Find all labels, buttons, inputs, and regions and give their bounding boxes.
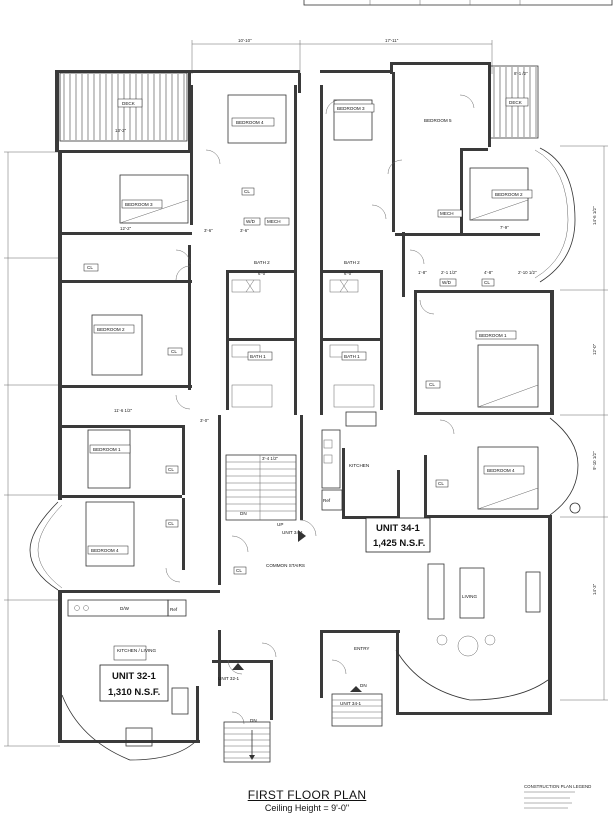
unit-32-1-name: UNIT 32-1 xyxy=(112,671,157,682)
unit-34-1-name: UNIT 34-1 xyxy=(376,523,421,534)
dim-4-8: 4'-8" xyxy=(484,270,493,275)
unit-34-1-box: UNIT 34-1 1,425 N.S.F. xyxy=(365,517,431,553)
dim-3-6-a: 3'-6" xyxy=(204,228,213,233)
washer-dryer-label: W/D xyxy=(246,219,256,224)
title-block-fragment xyxy=(303,0,613,6)
closet-label: CL xyxy=(484,280,490,285)
top-dimension-lines: 10'-10" 17'-11" xyxy=(191,38,493,74)
refrigerator-label: Ref xyxy=(170,607,178,612)
dim-17-11: 17'-11" xyxy=(385,38,399,43)
room-kitchen-living-left: KITCHEN / LIVING xyxy=(117,648,156,653)
plan-legend: CONSTRUCTION PLAN LEGEND xyxy=(524,784,591,809)
room-bedroom-4-left: BEDROOM 4 xyxy=(91,548,119,553)
door-swings xyxy=(165,94,475,725)
interior-dimensions: 12'-2" 7'-9" 6'-0" 6'-0" 3'-0" 11'-6 1/2… xyxy=(114,225,537,461)
dim-12-0: 12'-0" xyxy=(592,343,597,355)
unit-32-1-tag: UNIT 32-1 xyxy=(218,676,240,681)
dishwasher-label: D/W xyxy=(120,606,130,611)
room-bath-1-right: BATH 1 xyxy=(344,354,360,359)
beds xyxy=(85,94,539,567)
dim-9-10-1-2: 9'-10 1/2" xyxy=(592,451,597,470)
room-bedroom-5: BEDROOM 5 xyxy=(424,118,452,123)
dim-3-6-b: 3'-6" xyxy=(240,228,249,233)
unit-32-1-area: 1,310 N.S.F. xyxy=(108,687,160,698)
legend-title: CONSTRUCTION PLAN LEGEND xyxy=(524,784,591,789)
closet-label: CL xyxy=(168,521,174,526)
room-bath-2-right: BATH 2 xyxy=(344,260,360,265)
room-bath-2-left: BATH 2 xyxy=(254,260,270,265)
room-labels: BEDROOM 4 BEDROOM 3 BEDROOM 5 BEDROOM 3 … xyxy=(87,103,533,706)
exterior-walls xyxy=(55,62,554,743)
dim-12-2: 12'-2" xyxy=(120,226,132,231)
closet-label: CL xyxy=(244,189,250,194)
closet-label: CL xyxy=(438,481,444,486)
closet-label: CL xyxy=(429,382,435,387)
direction-markers xyxy=(232,530,362,760)
down-label: DN xyxy=(240,511,247,516)
interior-walls xyxy=(62,72,552,720)
deck-left-label: DECK xyxy=(122,101,136,106)
dim-3-4-1-2: 3'-4 1/2" xyxy=(262,456,279,461)
down-label: DN xyxy=(250,718,257,723)
dim-6-0-b: 6'-0" xyxy=(344,271,353,276)
common-stairs-treads xyxy=(223,454,383,763)
room-living-right: LIVING xyxy=(462,594,477,599)
unit-34-1-tag: UNIT 34-1 xyxy=(282,530,304,535)
unit-34-1-area: 1,425 N.S.F. xyxy=(373,538,425,549)
washer-dryer-label: W/D xyxy=(442,280,452,285)
deck-right-label: DECK xyxy=(509,100,523,105)
dim-11-6-1-2: 11'-6 1/2" xyxy=(114,408,133,413)
kitchen-fixtures xyxy=(67,411,377,617)
room-common-stairs: COMMON STAIRS xyxy=(266,563,305,568)
dim-14-6-1-2: 14'-6 1/2" xyxy=(592,206,597,225)
room-bedroom-4-top: BEDROOM 4 xyxy=(236,120,264,125)
bath-fixtures xyxy=(231,279,375,408)
room-bedroom-2-right: BEDROOM 2 xyxy=(495,192,523,197)
deck-right: DECK 8'-1 /2" xyxy=(489,65,539,139)
mech-label: MECH xyxy=(440,211,454,216)
section-marker-icon xyxy=(569,502,581,514)
room-bedroom-4-right: BEDROOM 4 xyxy=(487,468,515,473)
room-bedroom-3-left: BEDROOM 3 xyxy=(125,202,153,207)
room-bedroom-2-left: BEDROOM 2 xyxy=(97,327,125,332)
unit-32-1-box: UNIT 32-1 1,310 N.S.F. xyxy=(99,664,169,702)
dim-2-10-1-2: 2'-10 1/2" xyxy=(518,270,537,275)
room-bath-1-left: BATH 1 xyxy=(250,354,266,359)
side-dimension-lines: 14'-6 1/2" 12'-0" 9'-10 1/2" 14'-3" xyxy=(4,145,608,747)
dim-3-0: 3'-0" xyxy=(200,418,209,423)
dim-8-1-2: 8'-1 /2" xyxy=(514,71,528,76)
dim-13-2: 13'-2" xyxy=(115,128,127,133)
living-furniture xyxy=(125,563,541,747)
down-label: DN xyxy=(360,683,367,688)
room-bedroom-1-left: BEDROOM 1 xyxy=(93,447,121,452)
closet-label: CL xyxy=(236,568,242,573)
closet-label: CL xyxy=(87,265,93,270)
mech-label: MECH xyxy=(267,219,281,224)
dim-10-10: 10'-10" xyxy=(238,38,252,43)
closet-label: CL xyxy=(171,349,177,354)
dim-1-8: 1'-8" xyxy=(418,270,427,275)
dim-6-0-a: 6'-0" xyxy=(258,271,267,276)
room-kitchen-right: KITCHEN xyxy=(349,463,369,468)
dim-7-9: 7'-9" xyxy=(500,225,509,230)
bay-windows xyxy=(29,147,579,761)
room-bedroom-1-right: BEDROOM 1 xyxy=(479,333,507,338)
dim-2-1-1-2: 2'-1 1/2" xyxy=(441,270,458,275)
dim-14-3: 14'-3" xyxy=(592,583,597,595)
room-entry: ENTRY xyxy=(354,646,370,651)
fixture-labels: CL CL CL CL CL CL CL CL CL W/D W/D MECH … xyxy=(83,187,495,723)
unit-34-1-bottom-tag: UNIT 34-1 xyxy=(340,701,362,706)
up-arrow-label: UP xyxy=(277,522,283,527)
deck-left: DECK 13'-2" xyxy=(59,72,188,142)
plan-title: FIRST FLOOR PLAN xyxy=(247,788,367,802)
closet-label: CL xyxy=(168,467,174,472)
room-bedroom-3-top: BEDROOM 3 xyxy=(337,106,365,111)
refrigerator-label: Ref xyxy=(323,498,331,503)
plan-subtitle: Ceiling Height = 9'-0" xyxy=(264,803,350,813)
